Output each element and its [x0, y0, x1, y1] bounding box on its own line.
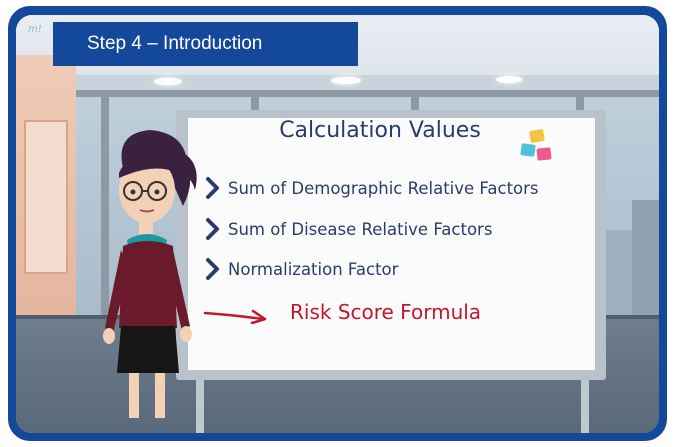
list-item-label: Sum of Demographic Relative Factors: [228, 178, 539, 198]
chevron-right-icon: [206, 258, 219, 280]
animation-scene: [16, 15, 659, 433]
chevron-right-icon: [206, 218, 219, 240]
board-stand-leg: [581, 345, 589, 433]
chevron-right-icon: [206, 177, 219, 199]
ceiling-light: [496, 76, 522, 83]
list-item: Sum of Disease Relative Factors: [205, 217, 492, 241]
list-item: Sum of Demographic Relative Factors: [205, 176, 539, 200]
whiteboard-title: Calculation Values: [279, 118, 481, 143]
board-stand-leg: [196, 345, 204, 433]
window-frame: [101, 90, 109, 315]
window-frame: [76, 90, 659, 97]
ceiling-light: [331, 77, 361, 84]
arrow-right-icon: [203, 309, 267, 324]
step-title-banner: Step 4 – Introduction: [53, 22, 358, 66]
logo-mark: m!: [28, 24, 42, 35]
presenter-character: [103, 130, 197, 418]
video-frame: [8, 6, 667, 441]
ceiling-light: [154, 78, 182, 85]
city-building: [632, 200, 659, 315]
whiteboard: [188, 118, 595, 370]
step-title: Step 4 – Introduction: [87, 33, 263, 54]
risk-score-formula-label: Risk Score Formula: [290, 300, 482, 324]
list-item-label: Sum of Disease Relative Factors: [228, 219, 493, 239]
door: [24, 120, 68, 274]
list-item: Normalization Factor: [205, 257, 398, 281]
list-item-label: Normalization Factor: [228, 259, 399, 279]
